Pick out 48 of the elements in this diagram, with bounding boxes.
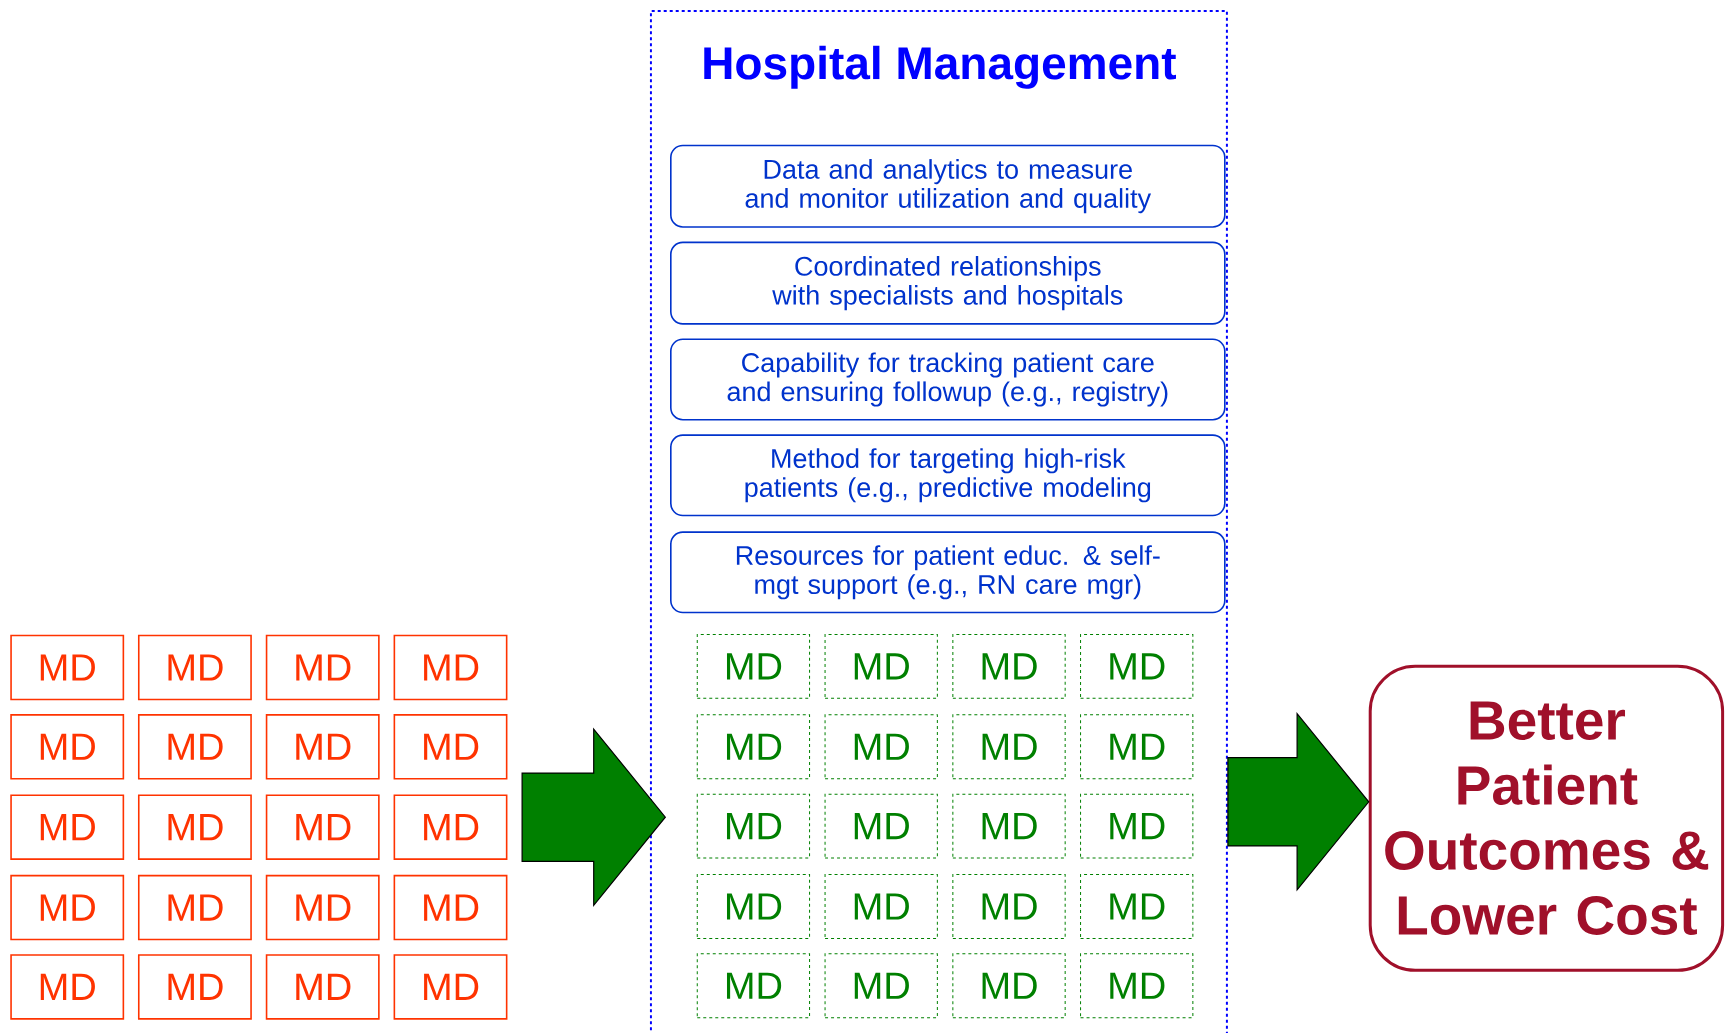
dashed-md-box: MD <box>824 714 938 780</box>
dashed-md-box: MD <box>952 874 1066 939</box>
capability-box: Coordinated relationships with specialists and hospitals <box>670 241 1226 325</box>
dashed-md-box: MD <box>824 953 938 1019</box>
dashed-md-box: MD <box>824 874 938 939</box>
dashed-md-box: MD <box>696 793 811 859</box>
capability-box: Method for targeting high-risk patients (e.g., predictive modeling <box>670 434 1226 517</box>
dashed-md-box: MD <box>952 714 1066 780</box>
dashed-md-box: MD <box>696 874 811 939</box>
dashed-md-box: MD <box>1080 874 1194 939</box>
md-box: MD <box>10 634 125 701</box>
md-box: MD <box>10 714 125 780</box>
dashed-md-box: MD <box>1080 633 1194 699</box>
md-box: MD <box>393 874 508 941</box>
md-box: MD <box>137 714 252 780</box>
md-box: MD <box>393 714 508 780</box>
md-box: MD <box>10 874 125 941</box>
capability-box: Data and analytics to measure and monitor utilization and quality <box>670 144 1226 228</box>
dashed-md-box: MD <box>696 633 811 699</box>
md-box: MD <box>393 794 508 860</box>
md-box: MD <box>393 954 508 1020</box>
block-arrow <box>1227 712 1370 892</box>
md-box: MD <box>265 954 380 1020</box>
dashed-md-box: MD <box>696 714 811 780</box>
dashed-md-box: MD <box>1080 793 1194 859</box>
md-box: MD <box>137 794 252 860</box>
dashed-md-box: MD <box>952 633 1066 699</box>
dashed-md-box: MD <box>824 633 938 699</box>
md-box: MD <box>137 874 252 941</box>
md-box: MD <box>137 634 252 701</box>
md-box: MD <box>137 954 252 1020</box>
md-box: MD <box>265 874 380 941</box>
dashed-md-box: MD <box>1080 714 1194 780</box>
dashed-md-box: MD <box>952 953 1066 1019</box>
dashed-md-box: MD <box>1080 953 1194 1019</box>
md-box: MD <box>10 794 125 860</box>
capability-box: Resources for patient educ. & self-mgt support (e.g., RN care mgr) <box>670 531 1226 614</box>
md-box: MD <box>10 954 125 1020</box>
md-box: MD <box>265 714 380 780</box>
md-box: MD <box>265 794 380 860</box>
capability-box: Capability for tracking patient care and ensuring followup (e.g., registry) <box>670 338 1226 421</box>
dashed-md-box: MD <box>952 793 1066 859</box>
dashed-md-box: MD <box>824 793 938 859</box>
outcome-box: Better Patient Outcomes & Lower Cost <box>1368 664 1725 972</box>
block-arrow <box>521 727 667 907</box>
md-box: MD <box>393 634 508 701</box>
md-box: MD <box>265 634 380 701</box>
dashed-md-box: MD <box>696 953 811 1019</box>
